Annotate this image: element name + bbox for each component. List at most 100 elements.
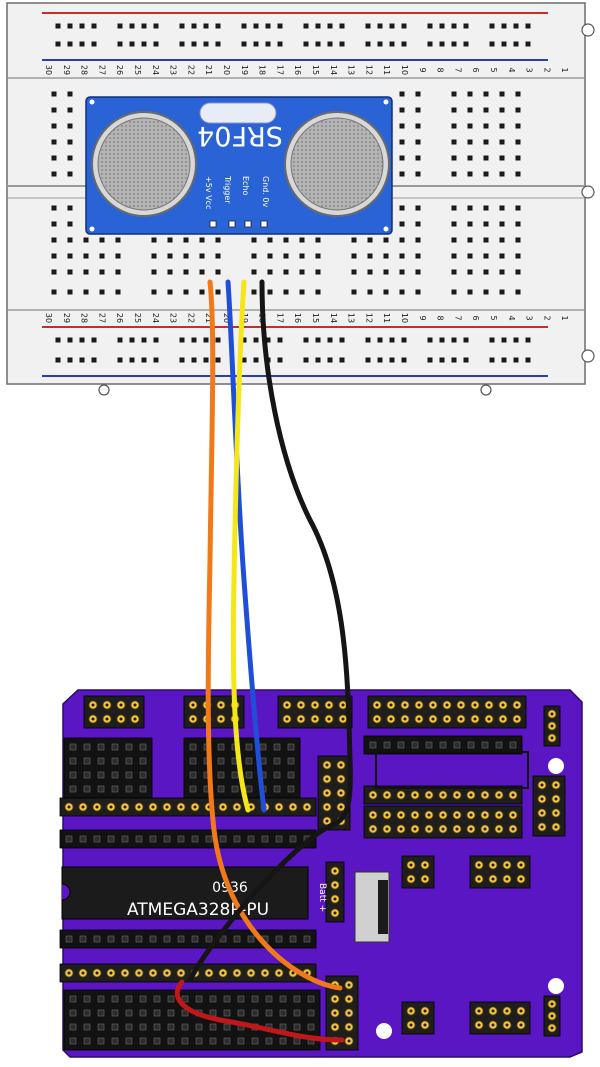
breadboard-hole	[501, 23, 507, 29]
header-pin-center	[325, 805, 329, 809]
breadboard-hole	[315, 41, 321, 47]
breadboard-hole	[451, 205, 457, 211]
mount-hole	[383, 226, 389, 232]
black-wire	[187, 279, 353, 983]
header-pin-center	[389, 717, 393, 721]
column-number: 23	[169, 65, 178, 75]
breadboard-hole	[415, 171, 421, 177]
header-pin-center	[339, 763, 343, 767]
header-pin-center	[347, 1039, 351, 1043]
socket-gap	[458, 760, 504, 780]
column-number: 26	[115, 313, 124, 323]
header-pin-center	[385, 827, 389, 831]
header-socket	[209, 995, 217, 1003]
breadboard-hole	[415, 123, 421, 129]
pin-header	[63, 989, 321, 1051]
breadboard-hole	[51, 155, 57, 161]
breadboard-hole	[191, 337, 197, 343]
header-pin-center	[325, 763, 329, 767]
breadboard-hole	[427, 41, 433, 47]
header-pin-center	[333, 1011, 337, 1015]
pin-header	[317, 755, 351, 831]
header-pin-center	[554, 783, 558, 787]
header-pin-center	[441, 827, 445, 831]
column-number: 28	[80, 313, 89, 323]
breadboard-hole	[179, 41, 185, 47]
breadboard-hole	[367, 253, 373, 259]
breadboard-hole	[399, 237, 405, 243]
header-pin-center	[165, 971, 169, 975]
header-housing	[325, 861, 345, 923]
breadboard-tab	[581, 23, 595, 37]
breadboard-hole	[79, 337, 85, 343]
column-number: 8	[436, 315, 445, 320]
regulator-body	[378, 880, 388, 934]
header-socket	[205, 835, 213, 843]
breadboard-hole	[515, 205, 521, 211]
breadboard-hole	[303, 357, 309, 363]
header-pin-center	[333, 1025, 337, 1029]
header-pin-center	[403, 717, 407, 721]
header-pin-center	[459, 717, 463, 721]
breadboard-hole	[51, 107, 57, 113]
breadboard-hole	[467, 171, 473, 177]
breadboard-hole	[67, 205, 73, 211]
breadboard-hole	[191, 23, 197, 29]
orange-wire	[205, 279, 343, 991]
breadboard-hole	[383, 237, 389, 243]
header-pin-center	[501, 717, 505, 721]
header-socket	[69, 771, 77, 779]
header-socket	[237, 995, 245, 1003]
header-socket	[83, 1023, 91, 1031]
breadboard-hole	[51, 237, 57, 243]
header-socket	[181, 995, 189, 1003]
header-pin-center	[445, 717, 449, 721]
column-number: 11	[382, 313, 391, 323]
breadboard-hole	[267, 253, 273, 259]
breadboard-hole	[339, 357, 345, 363]
header-socket	[83, 757, 91, 765]
pin-header	[277, 695, 353, 729]
header-pin-center	[497, 827, 501, 831]
column-number: 24	[151, 313, 160, 323]
column-number: 1	[560, 67, 569, 72]
column-number: 25	[133, 313, 142, 323]
header-socket	[245, 771, 253, 779]
header-socket	[223, 1023, 231, 1031]
header-socket	[287, 743, 295, 751]
pin-header	[532, 775, 566, 837]
header-pin-center	[491, 863, 495, 867]
pin-header	[543, 995, 561, 1037]
breadboard-hole	[451, 139, 457, 145]
header-pin-center	[313, 703, 317, 707]
header-pin-center	[399, 813, 403, 817]
header-pin-center	[417, 703, 421, 707]
header-socket	[139, 1023, 147, 1031]
transducer-mesh-left	[97, 117, 191, 211]
breadboard-hole	[67, 289, 73, 295]
breadboard-hole	[199, 269, 205, 275]
header-pin-center	[413, 813, 417, 817]
breadboard-hole	[51, 221, 57, 227]
breadboard-hole	[351, 269, 357, 275]
breadboard-hole	[389, 357, 395, 363]
column-number: 28	[80, 65, 89, 75]
breadboard-hole	[365, 337, 371, 343]
jumper-wires	[174, 279, 353, 1043]
breadboard-hole	[513, 337, 519, 343]
breadboard-hole	[515, 253, 521, 259]
breadboard-hole	[267, 269, 273, 275]
breadboard-hole	[467, 253, 473, 259]
header-pin-center	[519, 1009, 523, 1013]
pin-header	[63, 737, 153, 799]
header-socket	[279, 1023, 287, 1031]
breadboard-hole	[399, 269, 405, 275]
breadboard-hole	[67, 171, 73, 177]
breadboard-hole	[67, 41, 73, 47]
sensor-pin	[244, 220, 252, 228]
column-number: 4	[507, 67, 516, 72]
breadboard-hole	[55, 357, 61, 363]
header-pin-center	[119, 703, 123, 707]
breadboard-hole	[91, 23, 97, 29]
